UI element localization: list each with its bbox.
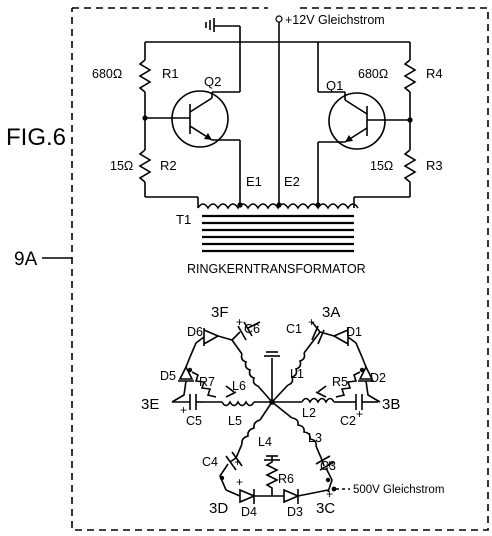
supply-terminal bbox=[275, 15, 283, 23]
capacitor-c3 bbox=[315, 455, 335, 471]
label-e1: E1 bbox=[246, 174, 262, 189]
svg-text:+: + bbox=[236, 475, 243, 489]
svg-text:+: + bbox=[236, 315, 243, 329]
label-d1: D1 bbox=[346, 325, 362, 339]
label-q2: Q2 bbox=[204, 74, 221, 89]
label-r7: R7 bbox=[199, 375, 215, 389]
label-r4-value: 680Ω bbox=[358, 67, 388, 81]
resistor-r4 bbox=[403, 59, 417, 93]
label-3c: 3C bbox=[316, 500, 335, 517]
resistor-r5 bbox=[335, 371, 361, 398]
label-3e: 3E bbox=[141, 396, 159, 413]
label-l2: L2 bbox=[302, 406, 316, 420]
label-3d: 3D bbox=[209, 500, 228, 517]
oscillator-section: +12V Gleichstrom bbox=[92, 13, 443, 276]
svg-text:+: + bbox=[234, 455, 241, 469]
label-d4: D4 bbox=[241, 505, 257, 519]
label-3f: 3F bbox=[211, 304, 229, 321]
label-c6: C6 bbox=[244, 322, 260, 336]
ground-symbol-top bbox=[205, 18, 241, 42]
label-d6: D6 bbox=[187, 325, 203, 339]
resistor-r6 bbox=[265, 456, 279, 496]
label-r1: R1 bbox=[162, 66, 179, 81]
label-3a: 3A bbox=[322, 304, 340, 321]
label-c2: C2 bbox=[340, 414, 356, 428]
label-r3-value: 15Ω bbox=[370, 159, 393, 173]
transistor-q1 bbox=[328, 92, 386, 150]
output-label: 500V Gleichstrom bbox=[353, 484, 444, 496]
inductor-l5 bbox=[221, 400, 255, 407]
arrow-r5 bbox=[317, 385, 327, 393]
label-c3: C3 bbox=[320, 459, 336, 473]
label-r3: R3 bbox=[426, 158, 443, 173]
label-r5: R5 bbox=[332, 375, 348, 389]
label-l6: L6 bbox=[232, 379, 246, 393]
figure-ref-label: 9A bbox=[14, 249, 38, 270]
inductor-l2 bbox=[301, 397, 335, 404]
resistor-r7 bbox=[191, 371, 217, 398]
polarity-marks: + + + + + + + + bbox=[180, 315, 363, 501]
label-d3: D3 bbox=[287, 505, 303, 519]
capacitor-c5 bbox=[189, 394, 197, 410]
label-r6: R6 bbox=[278, 472, 294, 486]
inductor-l6 bbox=[240, 353, 259, 387]
inductor-l1 bbox=[287, 352, 306, 386]
label-l5: L5 bbox=[228, 414, 242, 428]
supply-label: +12V Gleichstrom bbox=[285, 13, 385, 27]
enclosure-dashed-border bbox=[71, 7, 489, 531]
svg-text:+: + bbox=[180, 403, 187, 417]
label-c5: C5 bbox=[186, 414, 202, 428]
svg-text:+: + bbox=[308, 315, 315, 329]
diode-d4 bbox=[239, 488, 257, 504]
svg-text:+: + bbox=[326, 487, 333, 501]
label-3b: 3B bbox=[382, 396, 400, 413]
diode-d3 bbox=[283, 488, 301, 504]
label-e2: E2 bbox=[284, 174, 300, 189]
label-q1: Q1 bbox=[326, 78, 343, 93]
capacitor-c4 bbox=[225, 451, 243, 471]
transformer-t1-core bbox=[202, 214, 354, 253]
label-r4: R4 bbox=[426, 66, 443, 81]
resistor-r2 bbox=[138, 149, 152, 183]
arrow-r7 bbox=[225, 385, 235, 393]
ground-symbol-bottom bbox=[264, 455, 280, 461]
svg-text:+: + bbox=[356, 407, 363, 421]
label-c4: C4 bbox=[202, 455, 218, 469]
transformer-t1-primary-winding bbox=[197, 203, 359, 210]
label-r1-value: 680Ω bbox=[92, 67, 122, 81]
capacitor-c6 bbox=[237, 321, 253, 341]
label-d5: D5 bbox=[160, 369, 176, 383]
multiplier-section: 3F 3A D6 C6 C1 D1 D5 R7 L6 L1 R5 D2 3E 3… bbox=[141, 304, 444, 519]
ground-symbol-center bbox=[264, 351, 280, 402]
inductor-l4 bbox=[241, 419, 261, 445]
transformer-name: RINGKERNTRANSFORMATOR bbox=[187, 262, 366, 276]
label-d2: D2 bbox=[370, 371, 386, 385]
transistor-q2 bbox=[171, 90, 229, 148]
inductor-l3 bbox=[291, 417, 317, 447]
diode-d6 bbox=[203, 328, 220, 346]
svg-text:+: + bbox=[326, 457, 333, 471]
label-r2-value: 15Ω bbox=[110, 159, 133, 173]
label-l4: L4 bbox=[258, 435, 272, 449]
label-l1: L1 bbox=[290, 367, 304, 381]
figure-title: FIG.6 bbox=[6, 124, 66, 151]
label-l3: L3 bbox=[308, 431, 322, 445]
label-t1: T1 bbox=[176, 212, 191, 227]
resistor-r3 bbox=[403, 149, 417, 183]
label-r2: R2 bbox=[160, 158, 177, 173]
label-c1: C1 bbox=[286, 322, 302, 336]
resistor-r1 bbox=[138, 59, 152, 93]
